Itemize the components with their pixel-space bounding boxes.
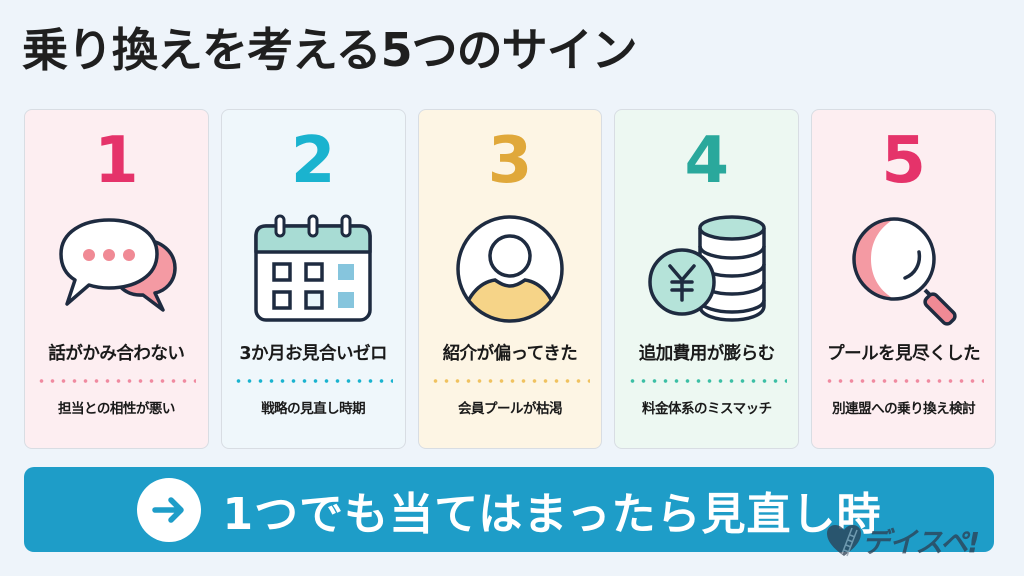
dotted-divider: [36, 379, 197, 383]
person-avatar-icon: [445, 214, 575, 324]
sign-card-3: 3 紹介が偏ってきた 会員プールが枯渇: [417, 109, 603, 449]
dotted-divider: [823, 379, 984, 383]
call-to-action-banner: 1つでも当てはまったら見直し時: [24, 467, 994, 552]
sign-card-5: 5 プールを見尽くした 別連盟への乗り換え検討: [811, 109, 996, 449]
card-subtext: 会員プールが枯渇: [457, 401, 563, 417]
arrow-right-circle-icon: [136, 477, 201, 542]
dotted-divider: [429, 379, 590, 383]
signs-card-list: 1 話がかみ合わない 担当との相性が悪い 2: [24, 109, 996, 449]
card-number: 4: [684, 124, 730, 198]
brand-logo: デイスペ!: [826, 521, 980, 561]
dotted-divider: [626, 379, 787, 383]
sign-card-4: 4 追加費用が膨らむ 料金体系のミスマッチ: [614, 109, 800, 449]
sign-card-2: 2 3か月お見合いゼロ 戦略の見直し時期: [220, 109, 406, 449]
card-number: 3: [487, 124, 533, 198]
card-headline: 話がかみ合わない: [48, 344, 185, 364]
card-subtext: 料金体系のミスマッチ: [641, 401, 772, 417]
card-number: 1: [94, 124, 139, 198]
card-headline: 紹介が偏ってきた: [442, 344, 578, 364]
card-number: 5: [881, 124, 926, 198]
card-subtext: 担当との相性が悪い: [57, 401, 175, 417]
calendar-icon: [248, 214, 378, 324]
card-headline: 追加費用が膨らむ: [638, 344, 776, 364]
magnifier-icon: [839, 214, 969, 326]
yen-coins-icon: [642, 214, 772, 324]
page-title: 乗り換えを考える5つのサイン: [22, 23, 638, 77]
logo-text: デイスペ!: [862, 526, 980, 559]
banner-text: 1つでも当てはまったら見直し時: [222, 488, 882, 540]
card-headline: プールを見尽くした: [827, 344, 981, 364]
heart-ladder-icon: [827, 525, 861, 557]
card-number: 2: [290, 124, 336, 198]
dotted-divider: [233, 379, 394, 383]
speech-bubbles-icon: [51, 214, 181, 324]
sign-card-1: 1 話がかみ合わない 担当との相性が悪い: [24, 109, 209, 449]
card-subtext: 別連盟への乗り換え検討: [832, 401, 976, 417]
card-subtext: 戦略の見直し時期: [261, 401, 366, 417]
card-headline: 3か月お見合いゼロ: [239, 344, 388, 364]
